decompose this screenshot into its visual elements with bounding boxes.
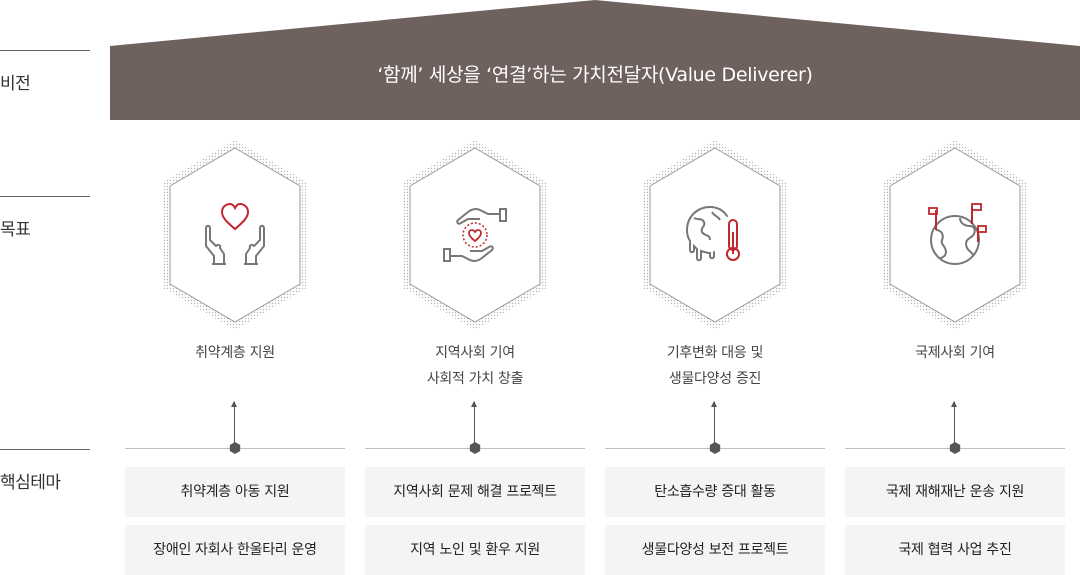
- giving-hands-heart-icon: [443, 207, 507, 263]
- goal-title-line-1: 기후변화 대응 및: [666, 345, 764, 361]
- core-theme-card: 국제 재해재난 운송 지원: [845, 467, 1065, 517]
- hexagon-node-marker: [709, 442, 721, 454]
- goal-title-line-1: 지역사회 기여: [435, 345, 515, 361]
- goal-title: 기후변화 대응 및 생물다양성 증진: [605, 340, 825, 392]
- melting-earth-thermometer-icon: [685, 205, 740, 262]
- vision-statement: ‘함께’ 세상을 ‘연결’하는 가치전달자(Value Deliverer): [377, 64, 813, 86]
- core-theme-card: 취약계층 아동 지원: [125, 467, 345, 517]
- goal-title: 국제사회 기여: [845, 340, 1065, 366]
- goal-title-line-1: 국제사회 기여: [915, 345, 995, 361]
- hands-heart-icon: [205, 202, 265, 265]
- hexagon-badge: [403, 140, 547, 330]
- goal-title-line-1: 취약계층 지원: [195, 345, 275, 361]
- row-label-vision: 비전: [0, 50, 90, 94]
- arrow-up-connector: [951, 401, 957, 448]
- row-label-core-theme: 핵심테마: [0, 449, 90, 493]
- core-theme-card: 생물다양성 보전 프로젝트: [605, 525, 825, 575]
- hexagon-node-marker: [229, 442, 241, 454]
- globe-flags-icon: [928, 203, 987, 265]
- arrow-up-connector: [471, 401, 477, 448]
- hexagon-badge: [883, 140, 1027, 330]
- row-label-goal: 목표: [0, 196, 90, 240]
- core-theme-card: 장애인 자회사 한울타리 운영: [125, 525, 345, 575]
- goal-title-line-2: 생물다양성 증진: [668, 371, 762, 387]
- core-theme-card: 지역 노인 및 환우 지원: [365, 525, 585, 575]
- hexagon-badge: [643, 140, 787, 330]
- hexagon-node-marker: [949, 442, 961, 454]
- arrow-up-connector: [711, 401, 717, 448]
- row-label-goal-text: 목표: [0, 220, 31, 240]
- row-label-core-theme-text: 핵심테마: [0, 473, 61, 493]
- hexagon-node-marker: [469, 442, 481, 454]
- row-label-vision-text: 비전: [0, 74, 31, 94]
- goal-title-line-2: 사회적 가치 창출: [426, 371, 524, 387]
- core-theme-card: 지역사회 문제 해결 프로젝트: [365, 467, 585, 517]
- core-theme-card: 탄소흡수량 증대 활동: [605, 467, 825, 517]
- goal-title: 취약계층 지원: [125, 340, 345, 366]
- hexagon-badge: [163, 140, 307, 330]
- vision-roof-banner: [110, 0, 1080, 120]
- arrow-up-connector: [231, 401, 237, 448]
- core-theme-card: 국제 협력 사업 추진: [845, 525, 1065, 575]
- goal-title: 지역사회 기여 사회적 가치 창출: [365, 340, 585, 392]
